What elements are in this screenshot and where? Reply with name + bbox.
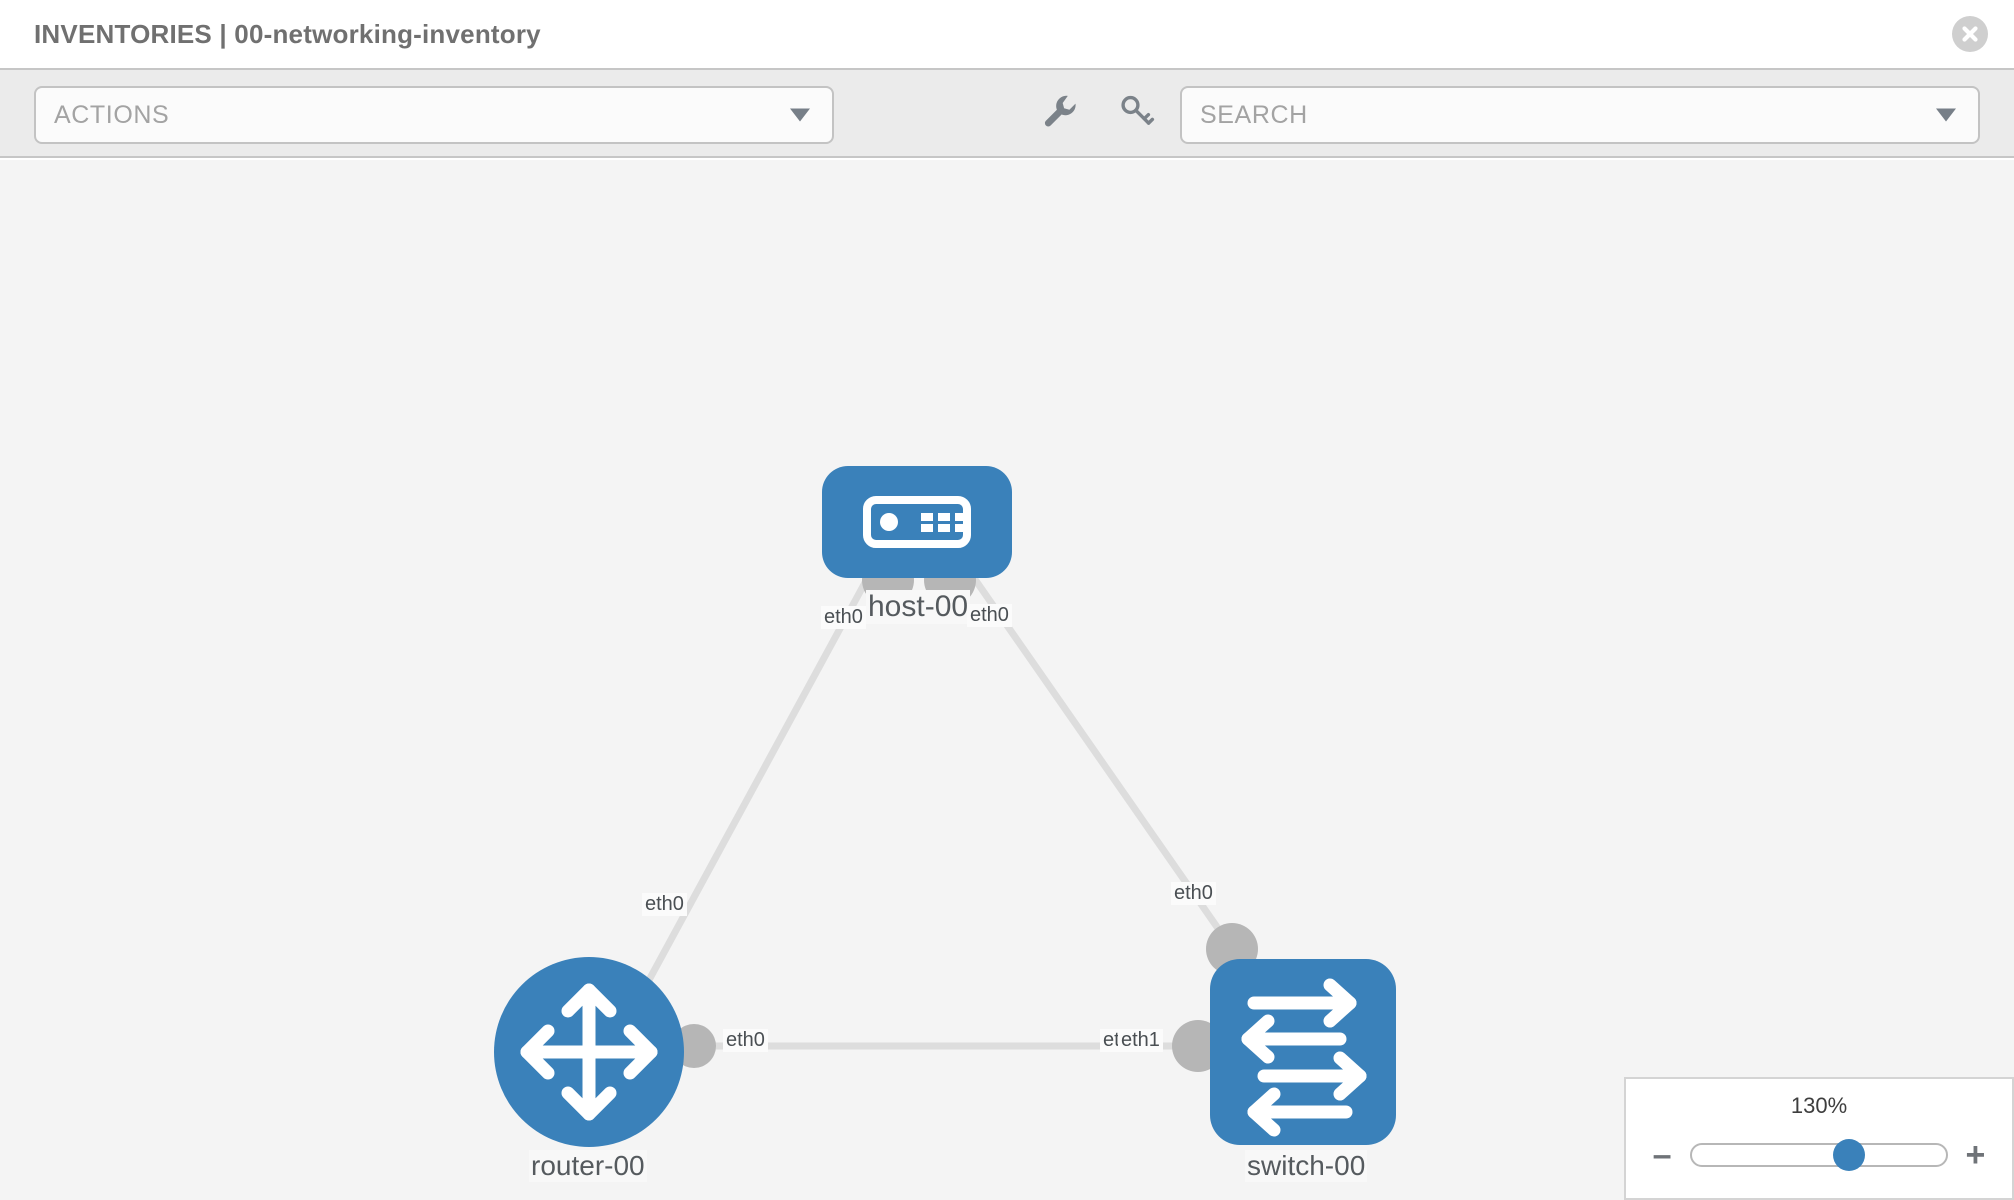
actions-dropdown-label: ACTIONS: [54, 100, 170, 129]
page-title: INVENTORIES | 00-networking-inventory: [34, 18, 541, 49]
topology-edges: [626, 551, 1244, 1050]
node-router-00[interactable]: [494, 957, 684, 1147]
edge-label-router00-eth0-uplink: eth0: [642, 893, 687, 916]
node-label-switch-00: switch-00: [1245, 1150, 1368, 1182]
edge-host00-router00: [626, 551, 884, 1019]
key-icon[interactable]: [1116, 91, 1156, 136]
zoom-control-panel: 130% – +: [1624, 1077, 2014, 1200]
edge-label-router00-eth0: eth0: [723, 1029, 768, 1052]
wrench-icon[interactable]: [1040, 91, 1080, 136]
router-arrows-icon: [520, 983, 658, 1121]
switch-arrows-icon: [1241, 978, 1367, 1137]
topology-graph: [494, 466, 1396, 1147]
chevron-down-icon: [790, 108, 810, 122]
zoom-slider[interactable]: [1689, 1139, 1948, 1171]
edge-label-host00-eth0-left: eth0: [821, 606, 866, 629]
zoom-out-button[interactable]: –: [1652, 1136, 1672, 1174]
node-switch-00[interactable]: [1210, 959, 1396, 1145]
close-icon: [1959, 23, 1981, 45]
toolbar: ACTIONS SEARCH: [0, 68, 2014, 158]
node-label-host-00: host-00: [866, 590, 971, 624]
node-host-00[interactable]: [822, 466, 1012, 578]
page-header: INVENTORIES | 00-networking-inventory: [0, 0, 2014, 68]
edge-label-host00-eth0-right: eth0: [967, 604, 1012, 627]
edge-label-switch00-eth1: eth1: [1118, 1029, 1163, 1052]
node-label-router-00: router-00: [529, 1150, 647, 1182]
search-placeholder: SEARCH: [1200, 100, 1308, 129]
zoom-slider-thumb[interactable]: [1833, 1139, 1865, 1171]
chevron-down-icon[interactable]: [1936, 108, 1956, 122]
zoom-level-value: 130%: [1790, 1093, 1848, 1118]
topology-canvas[interactable]: host-00 router-00 switch-00 eth0 eth0 et…: [0, 160, 2014, 1200]
zoom-in-button[interactable]: +: [1965, 1136, 1986, 1174]
search-input[interactable]: SEARCH: [1180, 86, 1980, 144]
server-icon: [863, 496, 971, 548]
toolbar-icon-group: [1040, 91, 1156, 136]
actions-dropdown[interactable]: ACTIONS: [34, 86, 834, 144]
edge-label-switch00-eth0-uplink: eth0: [1171, 882, 1216, 905]
close-button[interactable]: [1952, 16, 1988, 52]
topology-connectors: [672, 554, 1258, 1072]
